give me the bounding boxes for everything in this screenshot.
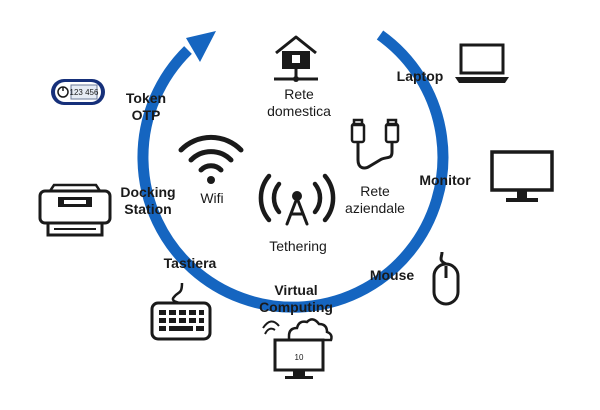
label-wifi: Wifi — [200, 190, 224, 206]
ring-arc — [137, 30, 449, 313]
label-rete-domestica-line2: domestica — [267, 103, 331, 119]
cloud-computer-icon: 10 — [262, 318, 333, 379]
label-tastiera: Tastiera — [163, 255, 217, 271]
label-token-otp-line2: OTP — [131, 107, 161, 123]
label-mouse: Mouse — [369, 267, 415, 283]
label-tethering: Tethering — [269, 238, 327, 254]
mouse-icon — [432, 251, 460, 306]
label-rete-domestica: Rete domestica — [254, 86, 344, 120]
label-rete-domestica-line1: Rete — [284, 86, 314, 102]
printer-dock-icon — [38, 183, 112, 237]
wifi-icon — [178, 134, 244, 184]
label-monitor: Monitor — [419, 172, 471, 188]
label-token-otp: Token OTP — [116, 90, 176, 124]
vm-screen-text: 10 — [295, 353, 304, 362]
otp-display-text: 123 456 — [70, 88, 99, 97]
antenna-icon — [258, 173, 336, 226]
label-rete-aziendale: Rete aziendale — [336, 183, 414, 217]
otp-token-icon: 123 456 — [51, 79, 105, 105]
label-rete-aziendale-line2: aziendale — [345, 200, 405, 216]
label-laptop: Laptop — [396, 68, 444, 84]
keyboard-icon — [150, 282, 212, 341]
ring-arrowhead — [186, 31, 216, 62]
label-virtual-computing: Virtual Computing — [249, 282, 343, 316]
label-token-otp-line1: Token — [125, 90, 167, 106]
label-docking-station-line2: Station — [124, 201, 172, 217]
label-virtual-computing-line2: Computing — [259, 299, 333, 315]
laptop-icon — [455, 43, 509, 83]
label-docking-station: Docking Station — [108, 184, 188, 218]
label-virtual-computing-line1: Virtual — [274, 282, 318, 298]
house-network-icon — [274, 35, 318, 82]
ethernet-cable-icon — [350, 118, 400, 170]
label-rete-aziendale-line1: Rete — [360, 183, 390, 199]
label-docking-station-line1: Docking — [120, 184, 176, 200]
monitor-icon — [490, 150, 554, 202]
